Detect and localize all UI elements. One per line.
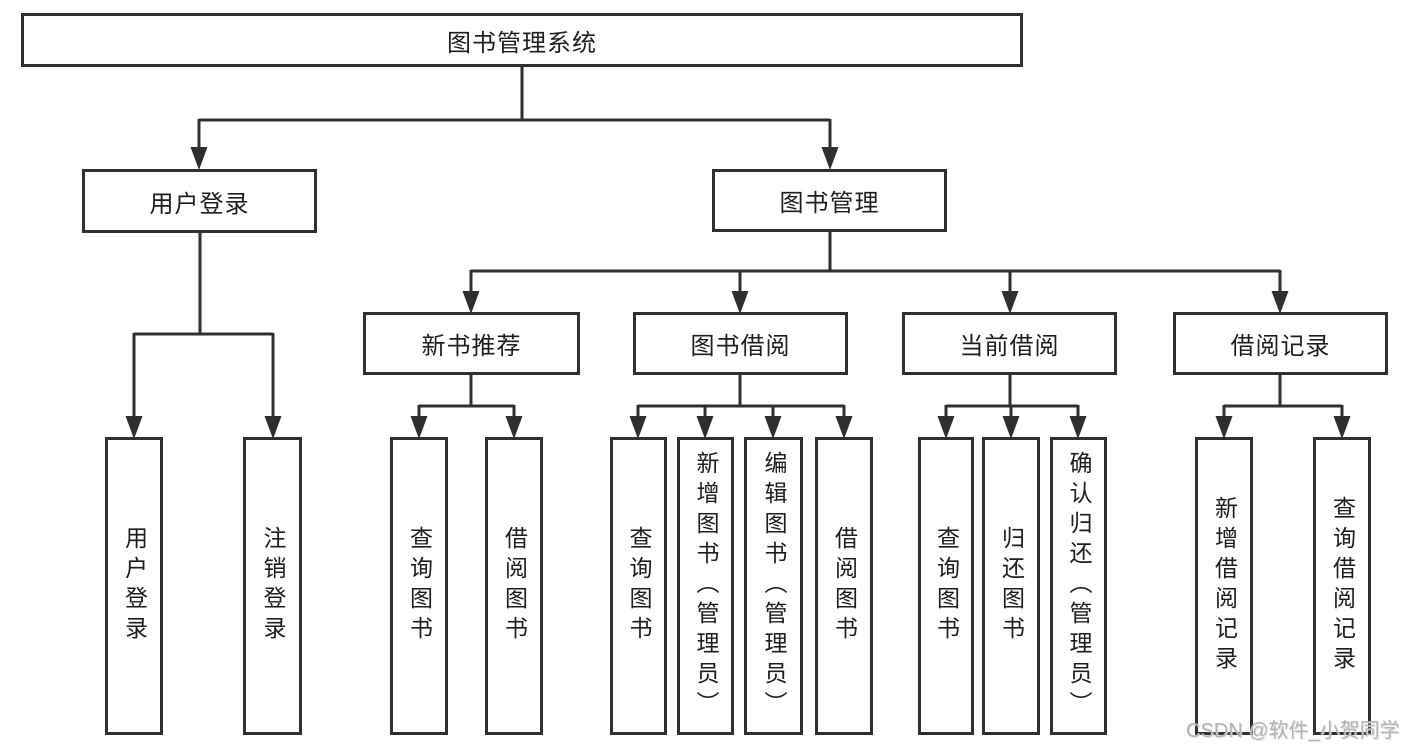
node-current-borrow: 当前借阅 [902, 312, 1117, 375]
node-root: 图书管理系统 [21, 13, 1023, 67]
node-book-borrow: 图书借阅 [633, 312, 848, 375]
node-book-management: 图书管理 [712, 169, 947, 232]
leaf-current-query-books: 查询图书 [918, 437, 974, 735]
csdn-watermark: CSDN @软件_小贺同学 [1186, 720, 1400, 742]
leaf-records-query-record: 查询借阅记录 [1313, 437, 1371, 735]
leaf-logout: 注销登录 [243, 437, 302, 735]
leaf-recommend-query-books: 查询图书 [390, 437, 448, 735]
leaf-records-add-record: 新增借阅记录 [1195, 437, 1253, 735]
leaf-borrow-query-books: 查询图书 [610, 437, 667, 735]
node-new-book-recommend: 新书推荐 [363, 312, 580, 375]
leaf-current-return-books: 归还图书 [982, 437, 1040, 735]
arrowheads [125, 147, 1351, 439]
leaf-borrow-borrow-books: 借阅图书 [815, 437, 873, 735]
leaf-borrow-edit-books-admin: 编辑图书（管理员） [744, 437, 803, 735]
leaf-current-confirm-return-admin: 确认归还（管理员） [1050, 437, 1107, 735]
leaf-borrow-add-books-admin: 新增图书（管理员） [677, 437, 734, 735]
node-user-login: 用户登录 [82, 169, 317, 233]
leaf-user-login: 用户登录 [105, 437, 163, 735]
node-borrow-records: 借阅记录 [1173, 312, 1388, 375]
leaf-recommend-borrow-books: 借阅图书 [485, 437, 543, 735]
